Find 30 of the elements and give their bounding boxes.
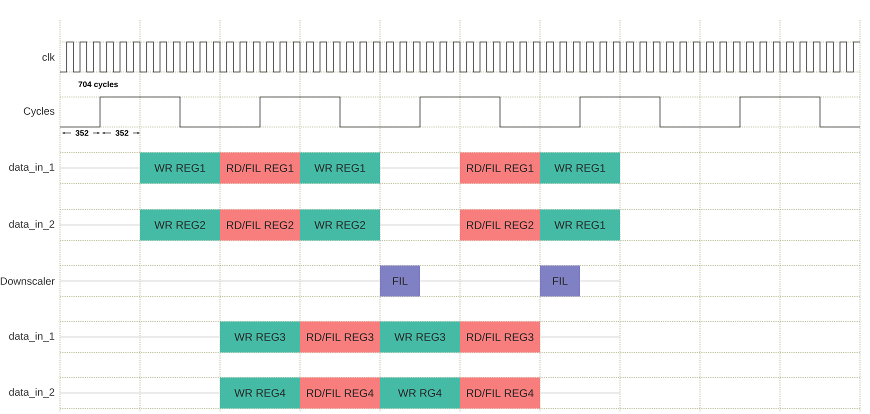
signal-block: WR REG2: [300, 209, 380, 240]
signal-name: Downscaler: [0, 277, 55, 285]
signal-block: RD/FIL REG2: [220, 209, 300, 240]
signal-name: data_in_2: [9, 220, 54, 230]
dimension-value: 352: [116, 130, 128, 136]
signal-block: RD/FIL REG2: [460, 209, 540, 240]
signal-block: RD/FIL REG1: [460, 152, 540, 184]
signal-name: data_in_1: [9, 332, 54, 342]
signal-block: WR REG1: [540, 152, 620, 184]
annotation: 704 cycles: [78, 81, 118, 89]
dimension-value: 352: [76, 130, 88, 136]
signal-name: Cycles: [24, 107, 54, 117]
signal-block: WR REG1: [140, 152, 220, 184]
signal-name: clk: [42, 53, 55, 61]
signal-block: RD/FIL REG3: [300, 321, 380, 352]
signal-block: WR REG1: [540, 209, 620, 240]
signal-block: WR REG3: [220, 321, 300, 352]
signal-block: WR REG1: [300, 152, 380, 184]
signal-block: WR REG3: [380, 321, 460, 352]
signal-block: WR REG4: [220, 377, 300, 408]
signal-block: RD/FIL REG3: [460, 321, 540, 352]
signal-block: RD/FIL REG1: [220, 152, 300, 184]
signal-block: RD/FIL REG4: [300, 377, 380, 408]
signal-block: WR RG4: [380, 377, 460, 408]
signal-block: FIL: [540, 266, 580, 296]
signal-block: FIL: [380, 266, 420, 296]
signal-block: WR REG2: [140, 209, 220, 240]
signal-name: data_in_2: [9, 388, 54, 398]
signal-block: RD/FIL REG4: [460, 377, 540, 408]
signal-name: data_in_1: [9, 163, 54, 173]
